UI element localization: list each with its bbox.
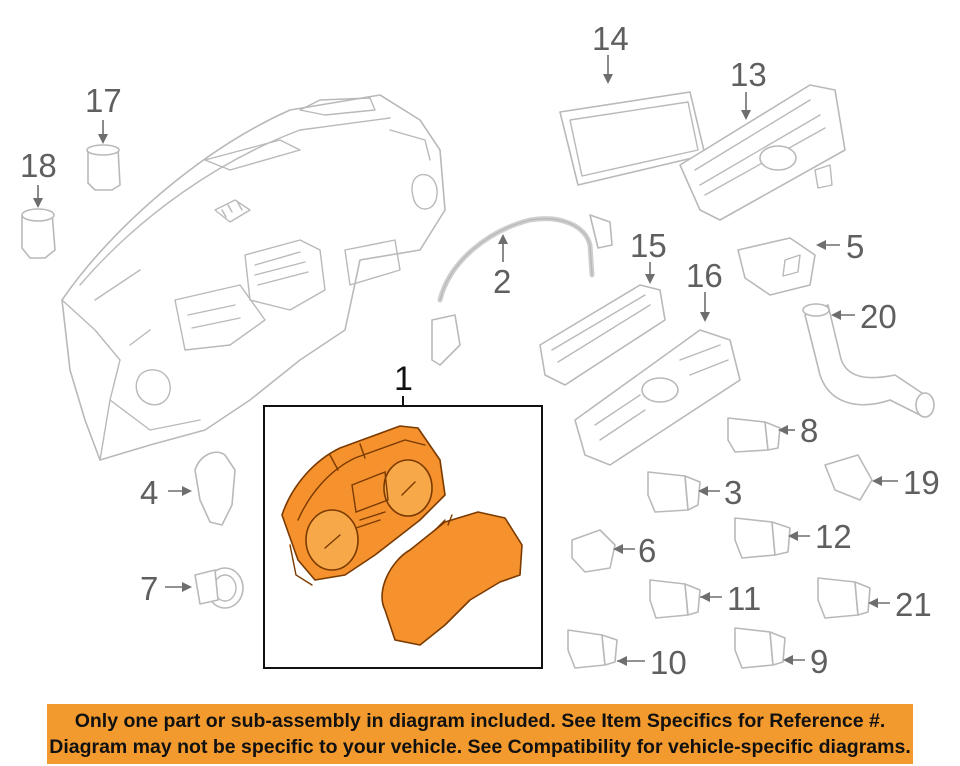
callout-1: 1 [394,360,413,398]
callout-4: 4 [140,474,158,511]
callout-14: 14 [592,20,629,57]
part-8-drawing [727,417,795,453]
callout-13: 13 [730,56,767,93]
callout-7: 7 [140,570,158,607]
part-5-drawing [737,237,840,296]
disclaimer-line-1: Only one part or sub-assembly in diagram… [74,710,886,732]
part-9-drawing [734,627,805,669]
part-11-drawing [649,579,722,619]
part-12-drawing [734,517,810,559]
part-4-drawing [168,451,236,526]
callout-17: 17 [85,82,122,119]
part-10-drawing [567,629,645,669]
part-14-drawing [559,55,706,186]
callout-5: 5 [846,228,864,265]
callout-15: 15 [630,227,667,264]
callout-12: 12 [815,518,852,555]
part-7-drawing [165,567,244,609]
instrument-cluster-highlight [281,425,446,586]
callout-11: 11 [727,580,761,617]
callout-3: 3 [724,474,742,511]
callout-6: 6 [638,532,656,569]
part-13-drawing [679,84,846,221]
disclaimer-line-2: Diagram may not be specific to your vehi… [49,736,911,758]
cluster-lens-highlight [381,511,523,646]
callout-19: 19 [903,464,940,501]
part-2-drawing [431,214,613,366]
callout-8: 8 [800,412,818,449]
part-18-drawing [21,185,56,259]
part-19-drawing [824,454,898,501]
callout-9: 9 [810,643,828,680]
callout-18: 18 [20,147,57,184]
part-21-drawing [817,577,890,619]
callout-16: 16 [686,257,723,294]
part-17-drawing [86,120,121,191]
instrument-panel-drawing [61,94,446,461]
parts-diagram: 1 2 3 4 5 6 7 8 9 10 11 12 13 14 15 16 1… [20,20,940,681]
callout-2: 2 [493,263,511,300]
part-6-drawing [571,529,635,573]
callout-10: 10 [650,644,687,681]
disclaimer-banner: Only one part or sub-assembly in diagram… [47,704,913,764]
callout-20: 20 [860,298,897,335]
part-16-drawing [574,292,741,466]
part-3-drawing [647,471,720,513]
part-20-drawing [802,303,935,418]
callout-21: 21 [895,586,932,623]
part-15-drawing [539,262,666,386]
